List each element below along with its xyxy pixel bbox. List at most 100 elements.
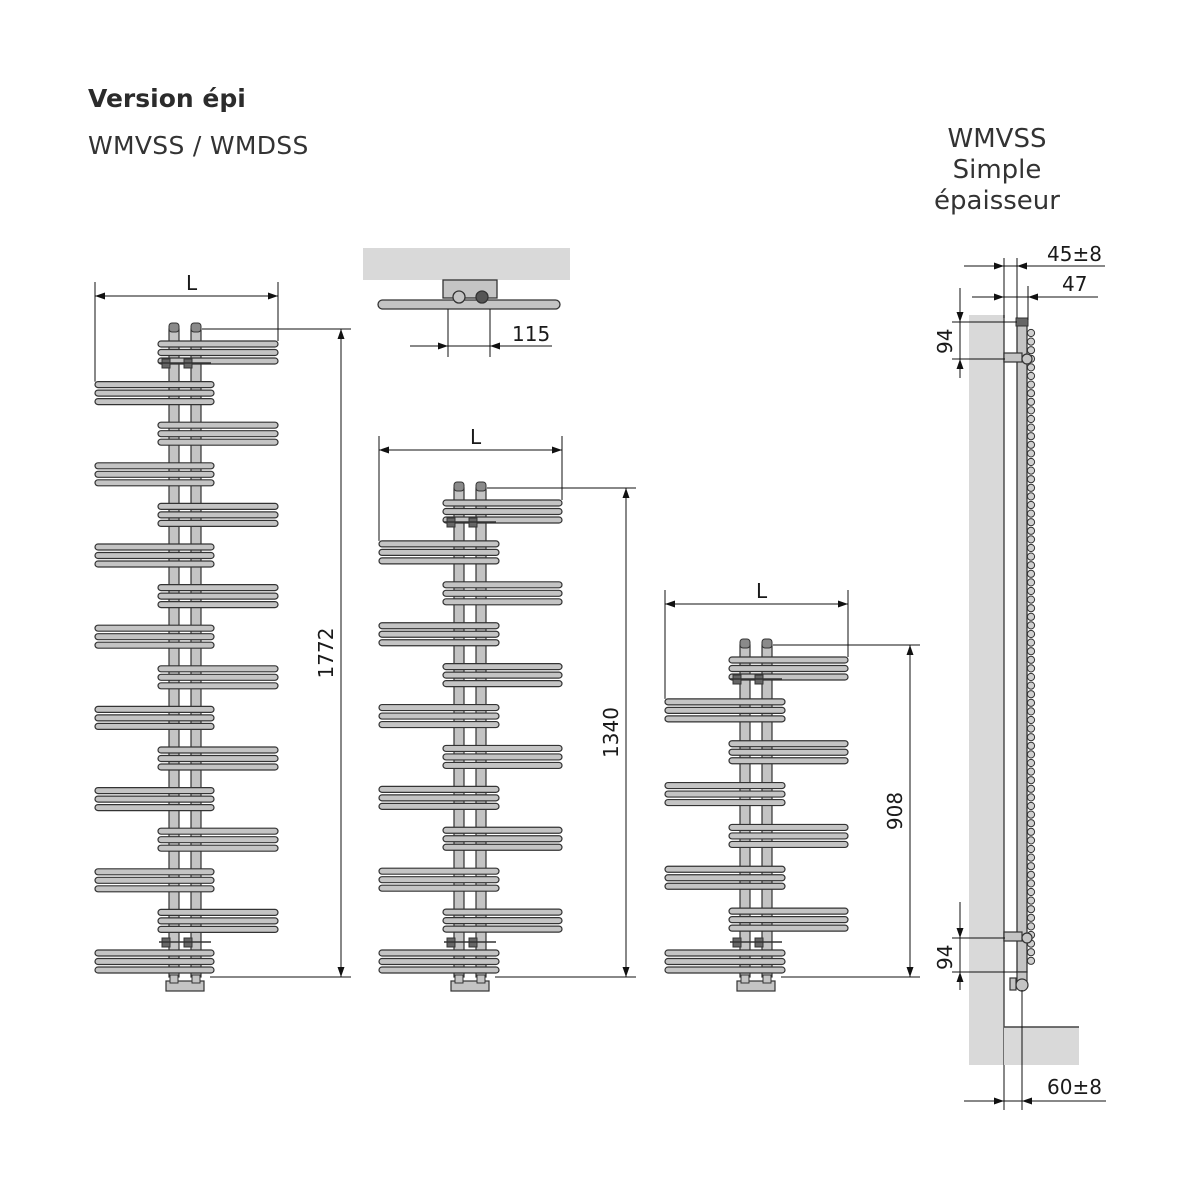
side-tube: [1026, 922, 1036, 931]
towel-bar: [664, 957, 786, 966]
collector-cap: [739, 638, 751, 649]
top-view: 115: [363, 248, 570, 357]
side-tube: [1026, 518, 1036, 527]
towel-bar: [664, 966, 786, 974]
towel-bar: [378, 548, 500, 557]
side-view-caption: WMVSS Simple épaisseur: [912, 124, 1082, 217]
side-tube: [1026, 629, 1036, 639]
side-tube: [1026, 612, 1036, 621]
towel-bar: [728, 656, 849, 664]
side-tube: [1026, 681, 1036, 690]
side-tube: [1026, 870, 1036, 879]
side-tube: [1026, 836, 1036, 845]
towel-bar: [378, 802, 500, 810]
top-view-bracket: [442, 279, 498, 299]
side-tube: [1026, 604, 1036, 613]
top-view-bar: [377, 299, 561, 310]
towel-bar: [157, 827, 279, 835]
towel-bar: [157, 348, 279, 357]
side-tube: [1026, 328, 1036, 338]
towel-bar: [442, 916, 563, 925]
side-view-top-cap: [1015, 317, 1029, 327]
towel-bar: [442, 925, 563, 933]
side-tube: [1026, 801, 1036, 811]
side-tube: [1026, 948, 1036, 957]
towel-bar: [378, 540, 500, 548]
side-tube: [1026, 552, 1036, 561]
side-tube: [1026, 432, 1036, 441]
towel-bar: [728, 916, 849, 924]
side-tube: [1026, 810, 1036, 819]
towel-bar: [94, 966, 215, 974]
towel-bar: [664, 798, 786, 807]
towel-bar: [442, 744, 563, 753]
side-tube: [1026, 397, 1036, 406]
towel-bar: [378, 785, 500, 793]
towel-bar: [378, 622, 500, 630]
towel-bar: [157, 682, 279, 690]
side-tube: [1026, 672, 1036, 682]
towel-bar: [94, 633, 215, 641]
towel-bar: [94, 705, 215, 714]
dim-top-offset: 94: [933, 329, 957, 354]
side-tube: [1026, 414, 1036, 424]
towel-bar: [442, 753, 563, 761]
side-view-collector: [1016, 321, 1028, 973]
side-tube: [1026, 733, 1036, 742]
towel-bar: [94, 786, 215, 795]
towel-bar: [157, 430, 279, 438]
towel-bar: [378, 703, 500, 712]
towel-bar: [94, 560, 215, 568]
towel-bar: [94, 868, 215, 876]
towel-bar: [442, 761, 563, 770]
side-caption-simple: Simple: [952, 155, 1042, 185]
width-label: L: [470, 425, 482, 449]
towel-bar: [442, 680, 563, 688]
side-tube: [1026, 561, 1036, 570]
towel-bar: [378, 720, 500, 729]
towel-bar: [442, 908, 563, 916]
towel-bar: [378, 876, 500, 884]
side-view-top-bracket: [1003, 352, 1033, 365]
towel-bar: [157, 600, 279, 609]
height-label: 1340: [599, 707, 623, 758]
side-tube: [1026, 337, 1036, 346]
towel-bar: [664, 949, 786, 957]
width-label: L: [186, 271, 198, 295]
towel-bar: [442, 671, 563, 679]
towel-bar: [157, 925, 279, 934]
side-view: 45±8 47 94 94: [933, 242, 1106, 1110]
towel-bar: [157, 908, 279, 917]
towel-bar: [157, 836, 279, 844]
towel-bar: [157, 763, 279, 771]
side-tube: [1026, 887, 1036, 897]
side-tube: [1026, 905, 1036, 914]
valve-body: [736, 980, 776, 992]
side-tube: [1026, 767, 1036, 776]
towel-bar: [94, 624, 215, 632]
towel-bar: [157, 917, 279, 925]
valve-stub: [169, 974, 179, 984]
collector-cap: [168, 322, 180, 333]
side-view-wall: [969, 315, 1004, 1065]
side-tube: [1026, 526, 1036, 535]
side-view-floor: [1004, 1027, 1079, 1065]
towel-bar: [728, 823, 849, 832]
model-codes: WMVSS / WMDSS: [88, 131, 309, 160]
collector-cap: [761, 638, 773, 649]
side-tube: [1026, 380, 1036, 389]
side-tube: [1026, 543, 1036, 553]
side-tube: [1026, 466, 1036, 475]
side-tube: [1026, 500, 1036, 510]
height-label: 908: [883, 792, 907, 830]
towel-bar: [94, 470, 215, 478]
side-tube: [1026, 578, 1036, 587]
towel-bar: [94, 876, 215, 884]
side-tube: [1026, 638, 1036, 647]
dim-pipe-spacing: 115: [512, 322, 550, 346]
side-tube: [1026, 655, 1036, 664]
side-view-tubes: [1026, 328, 1036, 965]
